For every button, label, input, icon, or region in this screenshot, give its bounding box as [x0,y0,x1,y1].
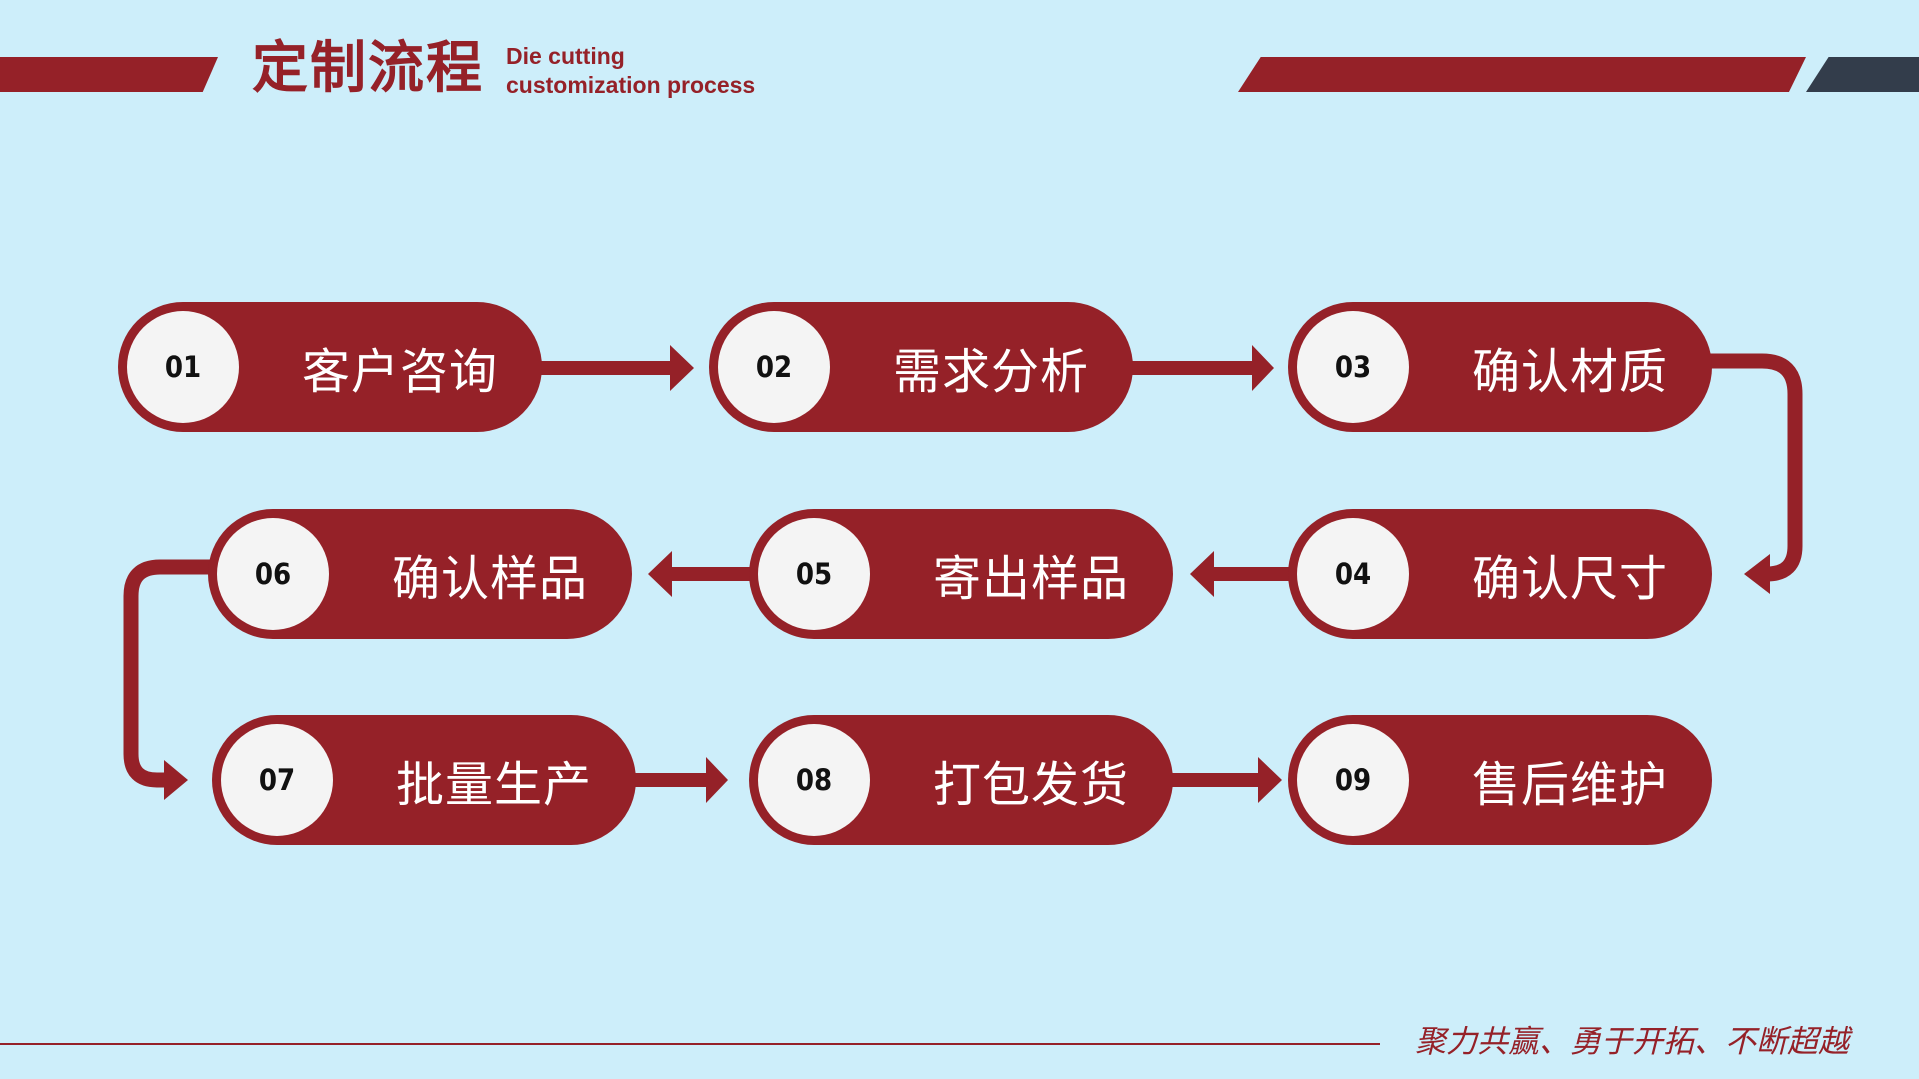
process-step-09: 09 售后维护 [1288,715,1712,845]
step-number-circle: 05 [758,518,870,630]
step-label: 需求分析 [892,344,1089,400]
step-label: 售后维护 [1471,757,1668,813]
process-step-02: 02 需求分析 [709,302,1133,432]
step-number: 05 [795,557,833,591]
subtitle-line-2: customization process [506,72,756,98]
arrow-shaft-04-05 [1210,567,1294,581]
arrow-head-08-09 [1258,757,1282,803]
step-number: 04 [1334,557,1372,591]
arrow-head-02-03 [1252,345,1274,391]
elbow-connector-03-04 [1706,353,1803,582]
step-number-circle: 02 [718,311,830,423]
process-step-08: 08 打包发货 [749,715,1173,845]
footer-slogan: 聚力共赢、勇于开拓、不断超越 [1415,1024,1849,1060]
step-number: 03 [1334,350,1372,384]
step-number: 02 [755,350,793,384]
arrow-shaft-07-08 [630,773,710,787]
step-number-circle: 07 [221,724,333,836]
step-label: 寄出样品 [932,551,1129,607]
arrow-head-01-02 [670,345,694,391]
arrow-shaft-05-06 [668,567,758,581]
header-band-dark [1806,57,1919,92]
step-number-circle: 04 [1297,518,1409,630]
arrow-shaft-01-02 [530,361,674,375]
arrow-head-03-04 [1744,554,1770,594]
step-number-circle: 03 [1297,311,1409,423]
page-subtitle: Die cutting customization process [506,42,755,100]
step-number: 06 [254,557,292,591]
step-label: 打包发货 [932,757,1129,813]
header-band-right [1238,57,1806,92]
header-band-left [0,57,218,92]
step-label: 确认尺寸 [1471,551,1668,607]
process-step-01: 01 客户咨询 [118,302,542,432]
process-step-05: 05 寄出样品 [749,509,1173,639]
step-label: 批量生产 [395,757,592,813]
step-label: 确认样品 [391,551,588,607]
step-number-circle: 06 [217,518,329,630]
arrow-head-07-08 [706,757,728,803]
arrow-shaft-02-03 [1120,361,1256,375]
process-step-06: 06 确认样品 [208,509,632,639]
elbow-connector-06-07 [123,559,210,788]
arrow-head-04-05 [1190,551,1214,597]
footer-divider [0,1043,1380,1045]
step-number-circle: 08 [758,724,870,836]
page-title: 定制流程 [252,36,484,101]
arrow-head-05-06 [648,551,672,597]
subtitle-line-1: Die cutting [506,43,625,69]
process-step-03: 03 确认材质 [1288,302,1712,432]
step-number: 01 [164,350,202,384]
arrow-shaft-08-09 [1170,773,1262,787]
step-label: 确认材质 [1471,344,1668,400]
step-number: 09 [1334,763,1372,797]
arrow-head-06-07 [164,760,188,800]
step-label: 客户咨询 [301,344,498,400]
process-step-04: 04 确认尺寸 [1288,509,1712,639]
step-number-circle: 09 [1297,724,1409,836]
process-step-07: 07 批量生产 [212,715,636,845]
step-number: 08 [795,763,833,797]
step-number-circle: 01 [127,311,239,423]
step-number: 07 [258,763,296,797]
